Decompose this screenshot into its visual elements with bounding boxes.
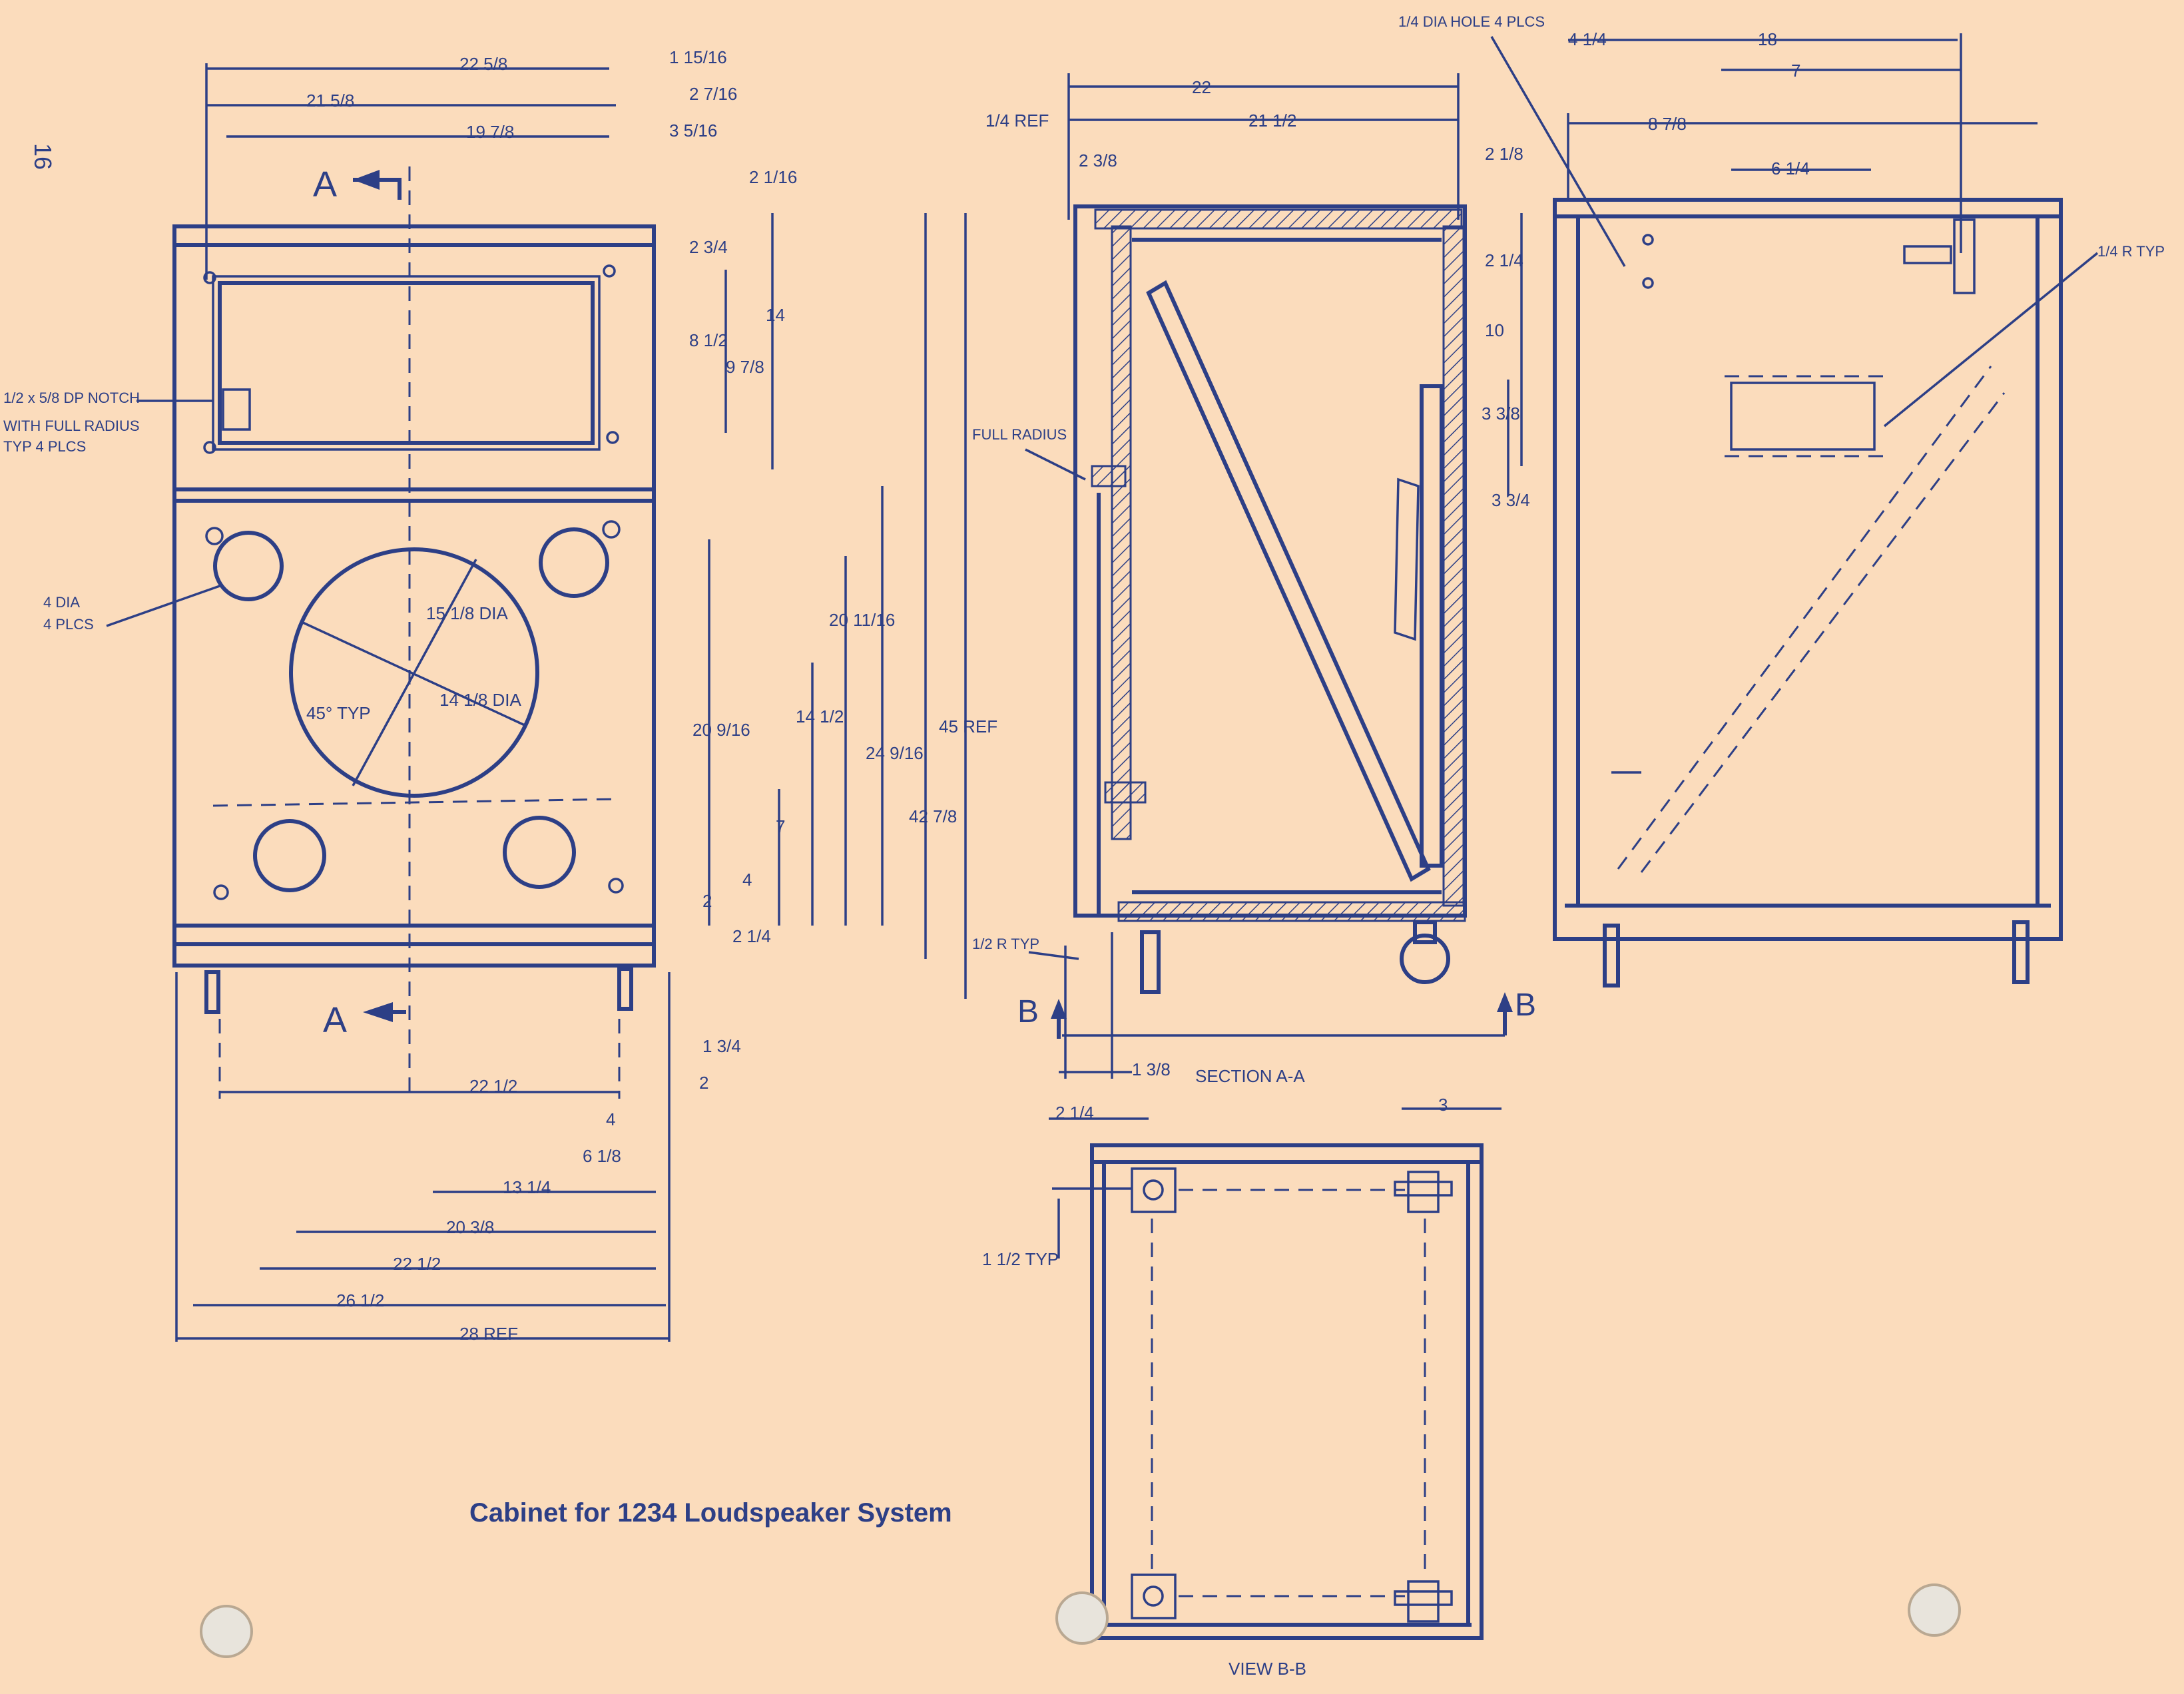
section-title: SECTION A-A — [1195, 1066, 1305, 1086]
dim-label: 19 7/8 — [466, 122, 514, 142]
dim-label: 1/4 REF — [985, 111, 1049, 131]
dim-label: 9 7/8 — [726, 357, 764, 377]
dim-label: 2 7/16 — [689, 84, 737, 104]
dim-label: 2 1/4 — [1055, 1103, 1094, 1123]
dim-label: 22 — [1192, 77, 1211, 97]
port-cutout — [253, 819, 326, 892]
dim-label: 45° TYP — [306, 703, 371, 723]
dim-label: 22 1/2 — [393, 1254, 441, 1274]
dim-label: 3 — [1438, 1095, 1448, 1115]
woofer-cutout — [289, 547, 539, 798]
dim-label: 2 1/4 — [732, 926, 771, 946]
dim-label: 2 1/4 — [1485, 250, 1523, 270]
dim-label: 10 — [1485, 320, 1504, 340]
dim-label: 22 5/8 — [459, 54, 507, 74]
dim-label: 7 — [1791, 61, 1800, 81]
dim-label: 2 — [699, 1073, 708, 1093]
bottom-view-labels: 2 1/4 3 1 1/2 TYP VIEW B-B — [982, 1095, 1448, 1679]
dim-label: 14 — [766, 305, 785, 325]
dim-label: 21 5/8 — [306, 91, 354, 111]
dim-label: 4 — [742, 870, 752, 890]
binder-hole — [200, 1605, 253, 1658]
notch-note: WITH FULL RADIUS — [3, 418, 140, 434]
dim-label: 6 1/8 — [583, 1146, 621, 1166]
dim-label: 7 — [776, 816, 785, 836]
dim-label: 3 3/8 — [1482, 404, 1520, 424]
dim-label: 2 3/8 — [1079, 150, 1117, 170]
note-label: 1/2 R TYP — [972, 936, 1039, 952]
dim-label: 4 1/4 — [1568, 29, 1607, 49]
view-title: VIEW B-B — [1228, 1659, 1306, 1679]
dim-label: 2 1/16 — [749, 167, 797, 187]
port-cutout — [503, 816, 576, 889]
dim-label: 2 — [702, 891, 712, 911]
dim-label: 26 1/2 — [336, 1290, 384, 1310]
notch-note: TYP 4 PLCS — [3, 438, 86, 455]
side-view — [1507, 33, 2063, 988]
binder-hole — [1908, 1583, 1961, 1637]
front-view-labels: 22 5/8 1 15/16 21 5/8 2 7/16 19 7/8 3 5/… — [3, 47, 997, 1344]
dim-label: 3 3/4 — [1492, 490, 1530, 510]
dim-label: 6 1/4 — [1771, 158, 1810, 178]
dim-label: 8 7/8 — [1648, 114, 1687, 134]
note-label: 1/4 R TYP — [2097, 243, 2165, 260]
side-view-labels: 1/4 DIA HOLE 4 PLCS 4 1/4 18 7 8 7/8 6 1… — [1398, 13, 2165, 510]
page-number: 16 — [29, 143, 57, 170]
dim-label: 20 3/8 — [446, 1217, 494, 1237]
dim-label: 13 1/4 — [503, 1177, 551, 1197]
binder-hole — [1055, 1591, 1109, 1645]
hole-note: 4 PLCS — [43, 616, 94, 633]
terminal-cutout — [1730, 382, 1876, 451]
dim-label: 14 1/2 — [796, 706, 844, 726]
dim-label: 22 1/2 — [469, 1076, 517, 1096]
bottom-view — [1049, 1107, 1502, 1640]
section-mark: A — [323, 1000, 347, 1040]
dim-label: 1 3/4 — [702, 1036, 741, 1056]
dim-label: 2 3/4 — [689, 237, 728, 257]
front-outline — [172, 224, 656, 968]
dim-label: 14 1/8 DIA — [439, 690, 522, 710]
dim-label: 1 3/8 — [1132, 1059, 1171, 1079]
dim-label: 15 1/8 DIA — [426, 603, 509, 623]
section-view-labels: 22 1/4 REF 21 1/2 2 3/8 1 3/8 FULL RADIU… — [972, 77, 1536, 1086]
view-mark: B — [1017, 994, 1039, 1029]
upper-opening — [218, 281, 595, 445]
dim-label: 24 9/16 — [866, 743, 924, 763]
dim-label: 1 15/16 — [669, 47, 727, 67]
dim-label: 2 1/8 — [1485, 144, 1523, 164]
notch-note: 1/2 x 5/8 DP NOTCH — [3, 390, 140, 406]
dim-label: 1 1/2 TYP — [982, 1249, 1059, 1269]
dim-label: 8 1/2 — [689, 330, 728, 350]
dim-label: 18 — [1758, 29, 1777, 49]
dim-label: 42 7/8 — [909, 806, 957, 826]
note-label: 1/4 DIA HOLE 4 PLCS — [1398, 13, 1545, 30]
hole-note: 4 DIA — [43, 594, 80, 611]
view-mark: B — [1515, 988, 1536, 1023]
dim-label: 3 5/16 — [669, 121, 717, 141]
port-cutout — [539, 527, 609, 598]
drawing-caption: Cabinet for 1234 Loudspeaker System — [469, 1498, 952, 1528]
dim-label: 28 REF — [459, 1324, 518, 1344]
dim-label: 20 11/16 — [829, 610, 895, 630]
section-view — [1059, 73, 1505, 1079]
front-view — [172, 63, 967, 1342]
dim-label: 45 REF — [939, 716, 997, 736]
port-cutout — [213, 531, 284, 601]
section-mark: A — [313, 164, 337, 204]
dim-label: 21 1/2 — [1248, 111, 1296, 131]
note-label: FULL RADIUS — [972, 426, 1067, 443]
dim-label: 20 9/16 — [692, 720, 750, 740]
dim-label: 4 — [606, 1109, 615, 1129]
